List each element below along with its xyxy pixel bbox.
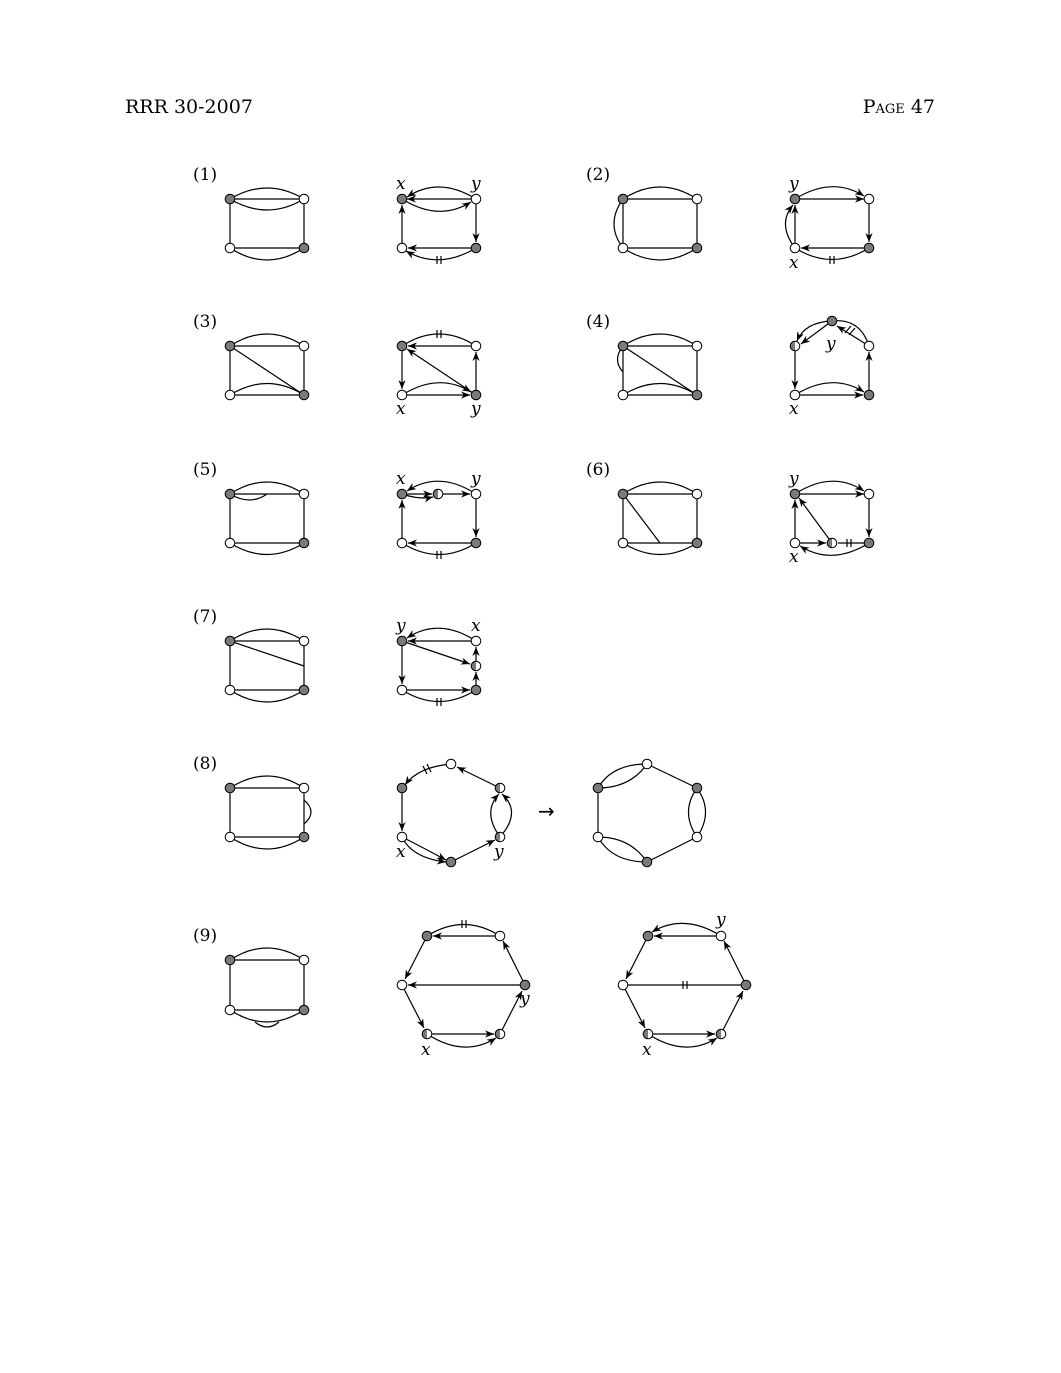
var-y-2: y: [788, 174, 799, 194]
graph-4-undirected: [616, 333, 698, 396]
graph-7-undirected: [229, 628, 305, 703]
var-y-1: y: [470, 174, 481, 194]
var-y-9b: y: [715, 910, 726, 930]
graph-9-directed-a: [401, 920, 526, 1048]
var-x-1: x: [396, 174, 406, 194]
var-x-9b: x: [642, 1040, 652, 1060]
graph-1-undirected: [229, 187, 305, 261]
graph-9-undirected: [229, 947, 305, 1028]
var-y-7: y: [395, 616, 406, 636]
label-4: (4): [586, 312, 610, 332]
var-x-5: x: [396, 469, 406, 489]
label-6: (6): [586, 460, 610, 480]
var-x-9a: x: [421, 1040, 431, 1060]
label-8: (8): [193, 754, 217, 774]
graph-2-directed: [784, 186, 873, 264]
var-x-3: x: [396, 399, 406, 419]
page-number: Page 47: [862, 96, 935, 118]
var-y-9a: y: [519, 989, 530, 1009]
var-y-4: y: [825, 334, 836, 354]
label-5: (5): [193, 460, 217, 480]
label-7: (7): [193, 607, 217, 627]
var-x-8: x: [396, 842, 406, 862]
graph-3-undirected: [229, 333, 305, 396]
var-x-7: x: [471, 616, 481, 636]
label-1: (1): [193, 165, 217, 185]
var-x-6: x: [789, 547, 799, 567]
var-y-5: y: [470, 469, 481, 489]
transform-arrow: →: [538, 799, 555, 823]
graph-5-undirected: [229, 481, 305, 556]
running-header: RRR 30-2007: [125, 96, 253, 118]
var-y-8: y: [493, 842, 504, 862]
graph-8-undirected: [229, 775, 312, 850]
graph-8-result: [597, 763, 707, 863]
graph-3-directed: [398, 330, 480, 399]
var-x-4: x: [789, 399, 799, 419]
graph-6-undirected: [622, 481, 698, 556]
label-3: (3): [193, 312, 217, 332]
graph-9-directed-b: [622, 922, 747, 1048]
label-9: (9): [193, 926, 217, 946]
graph-7-directed: [398, 627, 480, 706]
var-x-2: x: [789, 253, 799, 273]
var-y-6: y: [788, 469, 799, 489]
label-2: (2): [586, 165, 610, 185]
var-y-3: y: [470, 399, 481, 419]
graph-1-directed: [398, 186, 480, 264]
graph-4-directed: [791, 320, 873, 399]
